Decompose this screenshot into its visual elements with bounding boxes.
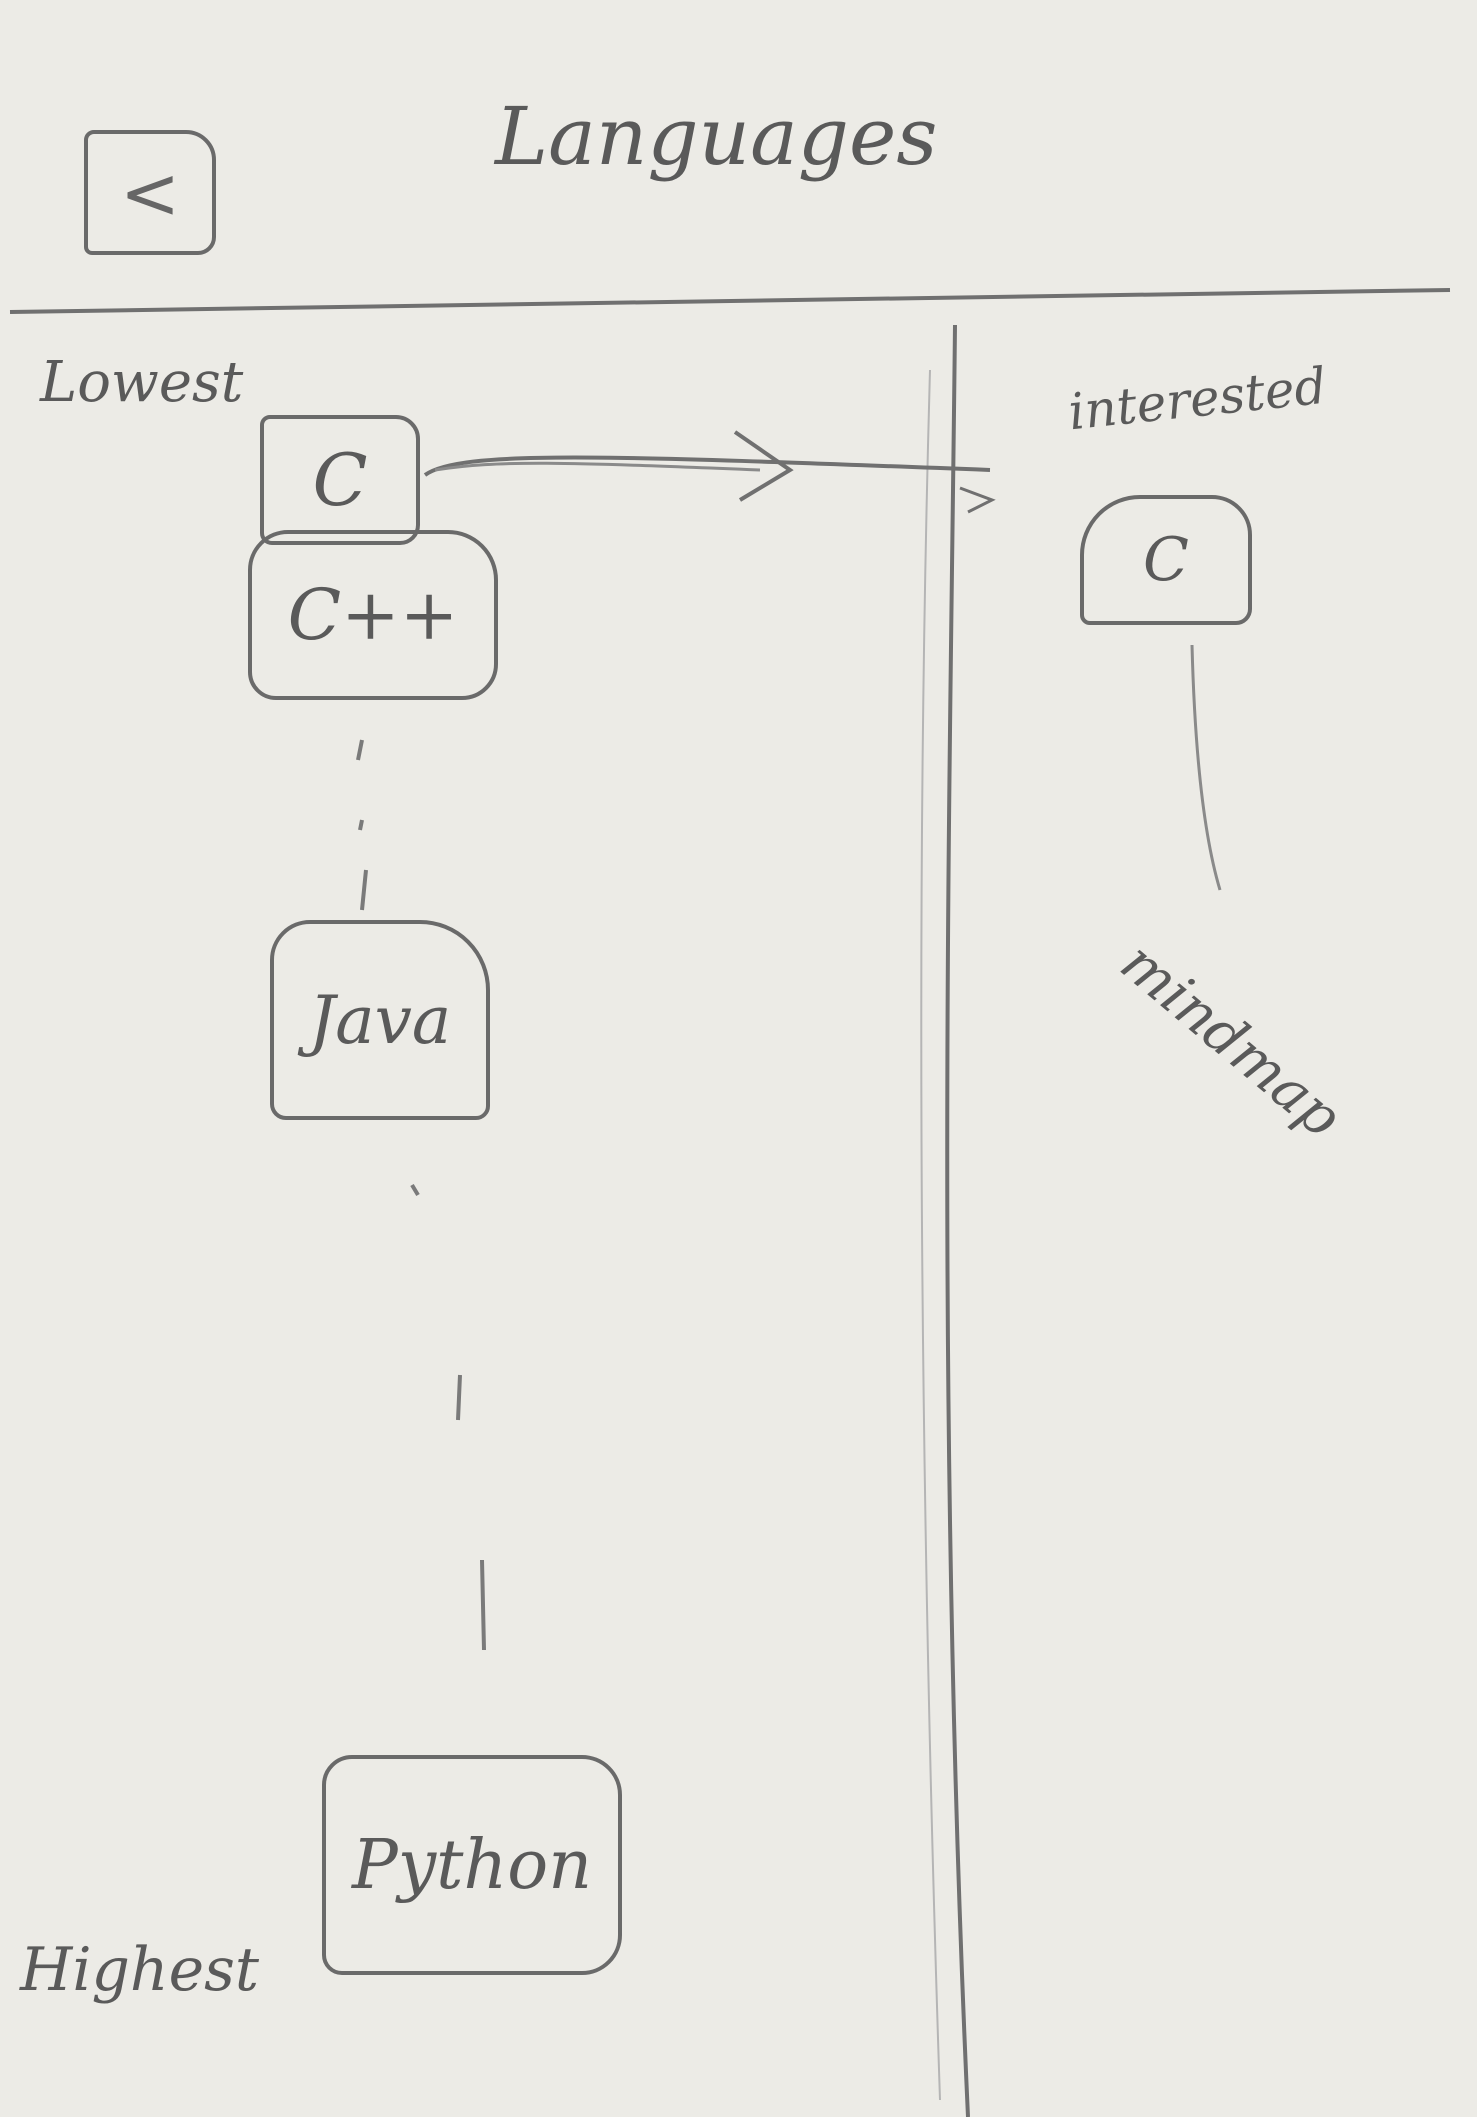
page-title: Languages xyxy=(495,90,938,183)
language-item-python[interactable]: Python xyxy=(322,1755,622,1975)
back-button[interactable]: < xyxy=(84,130,216,255)
list-ellipsis-1 xyxy=(356,739,368,911)
language-item-java[interactable]: Java xyxy=(270,920,490,1120)
scale-label-lowest: Lowest xyxy=(40,350,244,415)
scale-label-highest: Highest xyxy=(20,1935,259,2005)
panel-divider xyxy=(945,324,970,2117)
drag-arrow xyxy=(423,455,991,477)
language-item-c[interactable]: C xyxy=(260,415,420,545)
list-ellipsis-2 xyxy=(410,1183,486,1651)
back-chevron-icon: < xyxy=(119,150,181,235)
interested-item-c[interactable]: C xyxy=(1080,495,1252,625)
header-divider xyxy=(9,288,1451,314)
language-item-cpp[interactable]: C++ xyxy=(248,530,498,700)
mindmap-connector xyxy=(1190,644,1222,891)
